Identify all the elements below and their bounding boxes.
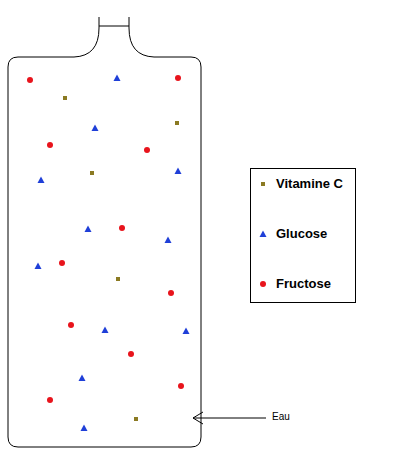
glucose-triangle xyxy=(165,237,172,244)
fructose-dot xyxy=(260,281,266,287)
glucose-triangle xyxy=(183,328,190,335)
glucose-triangle xyxy=(38,177,45,184)
water-label: Eau xyxy=(272,412,290,422)
fructose-dot xyxy=(59,260,65,266)
bottle-outline xyxy=(8,17,201,447)
vitamin-c-square xyxy=(63,96,67,100)
fructose-dot xyxy=(47,397,53,403)
glucose-triangle xyxy=(85,226,92,233)
fructose-dot xyxy=(144,147,150,153)
vitamin-c-square xyxy=(261,182,265,186)
vitamin-c-square xyxy=(90,171,94,175)
glucose-triangle xyxy=(260,231,267,238)
legend-text: Fructose xyxy=(276,277,331,290)
glucose-triangle xyxy=(102,327,109,334)
fructose-dot xyxy=(119,225,125,231)
fructose-dot xyxy=(27,77,33,83)
fructose-dot xyxy=(178,383,184,389)
fructose-dot xyxy=(128,351,134,357)
vitamin-c-square xyxy=(134,417,138,421)
legend-text: Vitamine C xyxy=(276,177,343,190)
leader-arrowhead xyxy=(193,412,203,424)
legend-text: Glucose xyxy=(276,227,327,240)
glucose-triangle xyxy=(79,375,86,382)
leader-line xyxy=(193,418,266,419)
glucose-triangle xyxy=(114,75,121,82)
glucose-triangle xyxy=(175,168,182,175)
fructose-dot xyxy=(47,142,53,148)
fructose-dot xyxy=(175,75,181,81)
glucose-triangle xyxy=(35,263,42,270)
bottle-neck-rim xyxy=(99,26,129,27)
fructose-dot xyxy=(68,322,74,328)
glucose-triangle xyxy=(92,125,99,132)
vitamin-c-square xyxy=(175,121,179,125)
fructose-dot xyxy=(168,290,174,296)
vitamin-c-square xyxy=(116,277,120,281)
legend-frame xyxy=(251,169,356,303)
glucose-triangle xyxy=(81,425,88,432)
